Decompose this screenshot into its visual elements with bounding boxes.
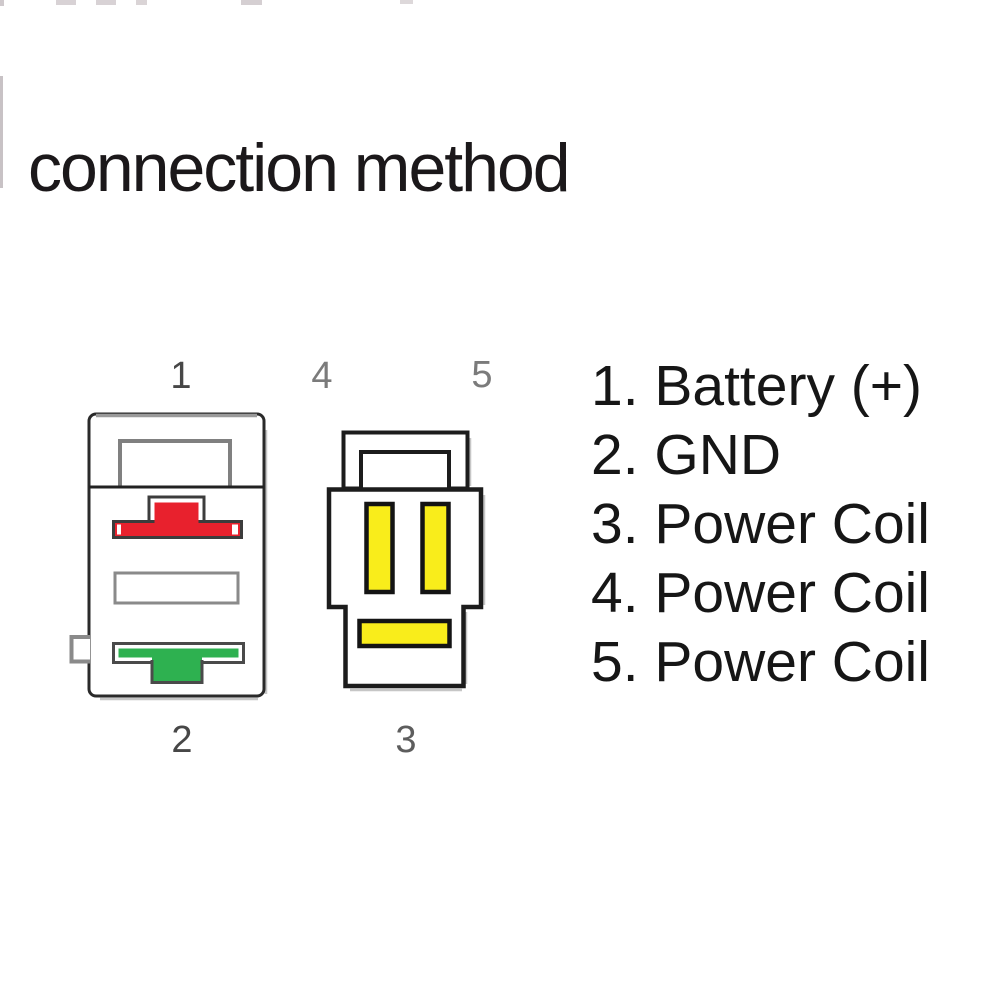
legend-item-3: 3. Power Coil — [591, 492, 930, 556]
legend-item-4: 4. Power Coil — [591, 561, 930, 625]
pin-2-green — [112, 642, 245, 684]
right-connector-inner-tab — [359, 450, 451, 490]
pin-1-notch-right — [232, 524, 238, 535]
crop-artifact-3 — [96, 0, 116, 5]
pin-number-4: 4 — [311, 355, 332, 397]
crop-artifact-left-line — [0, 76, 3, 188]
connector-diagram: 1 2 4 5 3 — [69, 354, 493, 761]
right-connector: 4 5 3 — [311, 354, 492, 761]
pin-number-3: 3 — [395, 719, 416, 761]
crop-artifact-1 — [0, 0, 4, 6]
pin-1-notch-left — [117, 524, 121, 535]
pin-number-5: 5 — [471, 354, 492, 396]
pin-2-stem-fill — [152, 652, 202, 681]
pin-1-red — [112, 495, 243, 539]
crop-artifact-6 — [400, 0, 413, 4]
pin-legend: 1. Battery (+) 2. GND 3. Power Coil 4. P… — [591, 352, 930, 697]
left-connector: 1 2 — [69, 355, 268, 761]
legend-item-2: 2. GND — [591, 423, 782, 487]
crop-artifact-2 — [56, 0, 76, 5]
side-latch-bracket — [69, 635, 90, 664]
page-title: connection method — [28, 130, 571, 206]
pin-4-yellow — [364, 501, 395, 595]
pin-1-stem-fill — [154, 502, 199, 531]
crop-artifact-4 — [136, 0, 147, 5]
pin-number-1: 1 — [170, 355, 191, 397]
legend-item-5: 5. Power Coil — [591, 630, 930, 694]
left-connector-latch-tab — [118, 439, 232, 486]
left-connector-shadow — [100, 430, 268, 701]
pin-5-yellow — [420, 501, 451, 595]
crop-artifact-5 — [241, 0, 262, 5]
pin-2-stem-outline — [150, 660, 204, 684]
pin-number-2: 2 — [171, 719, 192, 761]
right-connector-body — [326, 487, 484, 689]
pin-3-yellow — [357, 618, 452, 649]
empty-slot — [113, 571, 240, 605]
legend-item-1: 1. Battery (+) — [591, 354, 923, 418]
right-connector-shadow — [350, 438, 486, 692]
